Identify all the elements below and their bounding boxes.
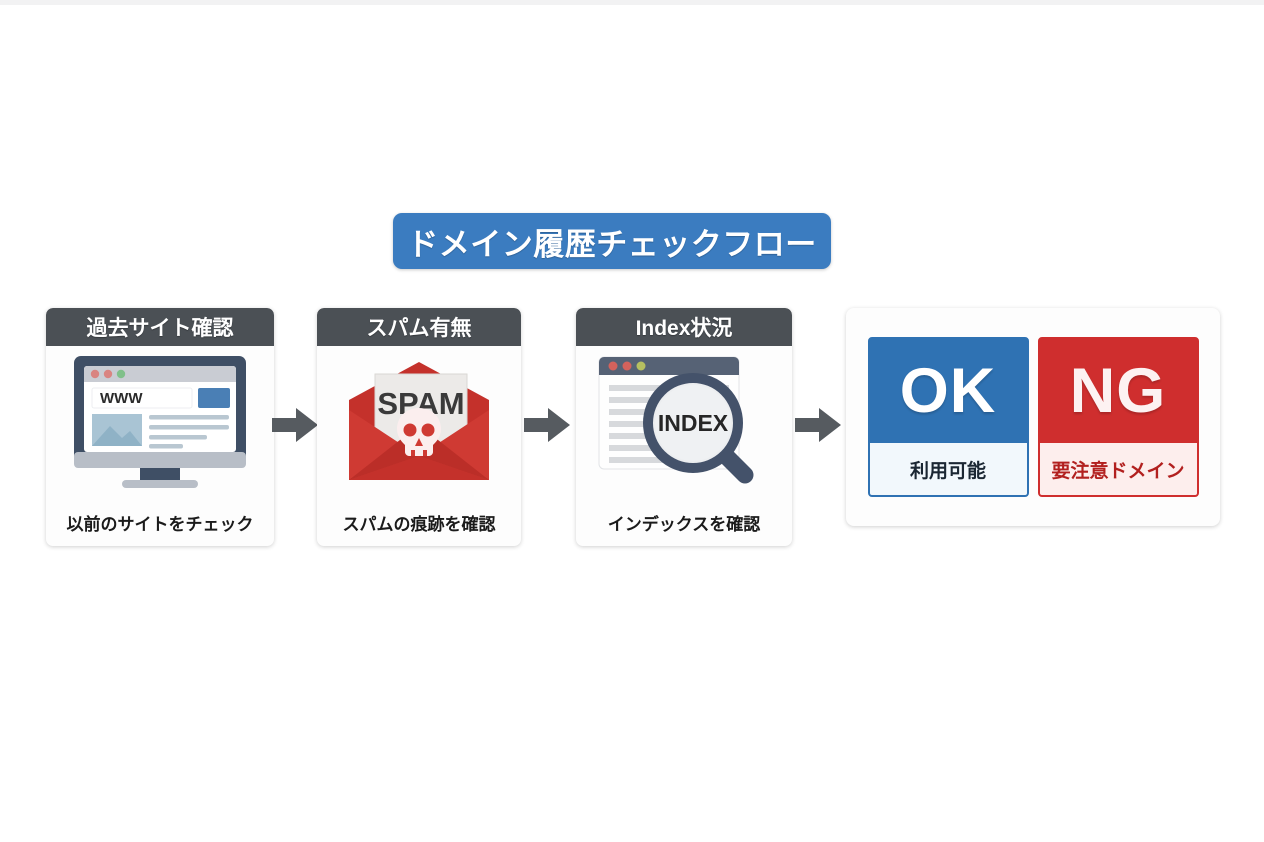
arrow-right-icon [272,408,318,442]
step-header-spam: スパム有無 [317,308,521,346]
monitor-browser-svg: WWW [74,356,246,488]
verdict-ng-code: NG [1069,355,1167,426]
step-header-past-site: 過去サイト確認 [46,308,274,346]
step-header-index: Index状況 [576,308,792,346]
verdict-ng-label: 要注意ドメイン [1039,443,1197,495]
step-header-label: 過去サイト確認 [86,317,234,340]
spam-envelope-skull-icon: SPAM [335,352,503,492]
arrow-right-svg [524,408,570,442]
diagram-title-banner: ドメイン履歴チェックフロー [393,213,831,269]
step-illustration-area: SPAM [317,346,521,498]
verdict-ok-tile[interactable]: OK 利用可能 [867,337,1029,497]
step-header-label: Index状況 [635,317,733,340]
flow-step-card-spam[interactable]: スパム有無 SPAM [317,308,521,546]
monitor-browser-icon: WWW [66,352,254,492]
step-illustration-area: WWW [46,346,274,498]
spam-envelope-svg: SPAM [349,362,489,480]
index-lens-text: INDEX [658,410,729,436]
flow-step-card-index[interactable]: Index状況 [576,308,792,546]
arrow-right-icon [524,408,570,442]
skull-icon [397,408,441,456]
step-caption-spam: スパムの痕跡を確認 [342,514,496,534]
verdict-ok-label: 利用可能 [869,443,1027,495]
magnifier-index-icon: INDEX [593,351,775,493]
arrow-right-svg [795,408,841,442]
top-edge-strip [0,0,1264,5]
svg-text:WWW: WWW [100,390,143,407]
arrow-right-svg [272,408,318,442]
result-card: OK 利用可能 NG 要注意ドメイン [846,308,1220,526]
magnifier-index-svg: INDEX [598,356,754,484]
flow-step-card-past-site[interactable]: 過去サイト確認 WWW [46,308,274,546]
step-header-label: スパム有無 [366,317,472,340]
verdict-ok-code: OK [899,355,997,426]
arrow-right-icon [795,408,841,442]
diagram-title-text: ドメイン履歴チェックフロー [407,226,817,262]
step-illustration-area: INDEX [576,346,792,498]
step-caption-past-site: 以前のサイトをチェック [66,514,254,534]
step-caption-index: インデックスを確認 [607,514,761,534]
verdict-ng-tile[interactable]: NG 要注意ドメイン [1037,337,1199,497]
